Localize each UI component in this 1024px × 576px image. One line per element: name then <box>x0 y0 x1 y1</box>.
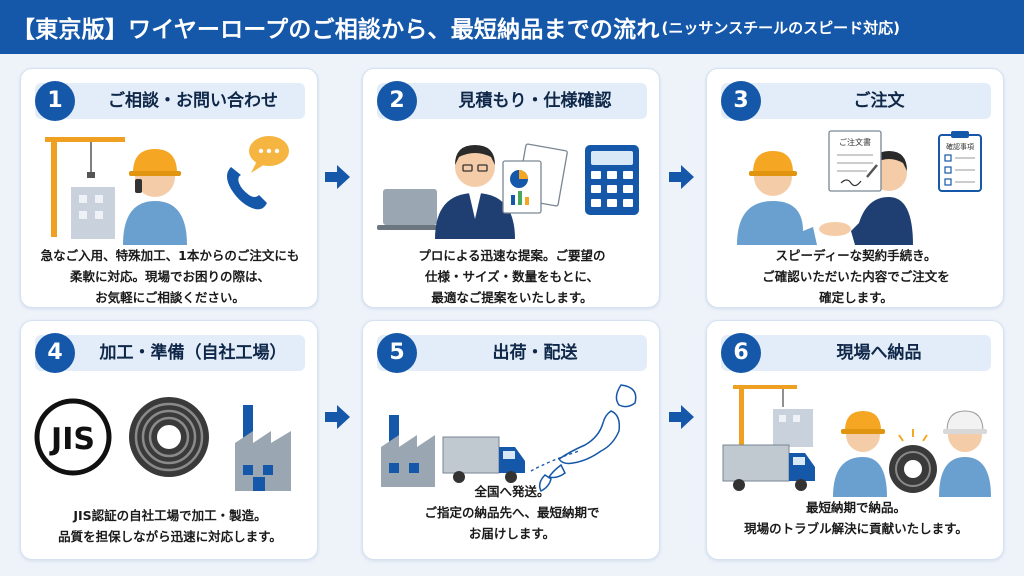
calculator-icon <box>585 145 639 215</box>
step-title: 出荷・配送 <box>492 343 578 363</box>
step-description: 最短納期で納品。 現場のトラブル解決に貢献いたします。 <box>744 500 968 536</box>
truck-icon <box>722 444 815 491</box>
estimate-illustration <box>377 143 639 239</box>
handshake-icon <box>819 222 851 236</box>
laptop-icon <box>377 189 447 230</box>
truck-icon <box>442 436 525 483</box>
crane-icon <box>45 137 125 237</box>
step-title: ご相談・お問い合わせ <box>108 91 278 111</box>
worker-icon <box>939 410 991 497</box>
wire-coil-icon <box>129 397 209 477</box>
step-description: プロによる迅速な提案。ご要望の 仕様・サイズ・数量をもとに、 最適なご提案をいた… <box>418 248 606 305</box>
step-card-4: 4 加工・準備（自社工場） JIS JIS認証の自社工場で加工・製造。 品質を担… <box>20 320 318 560</box>
arrow-right-icon <box>669 405 694 429</box>
step-number-badge: 2 <box>377 81 417 121</box>
businessman-icon <box>435 145 515 239</box>
worker-on-phone-icon <box>123 149 187 245</box>
wire-coil-icon <box>889 445 937 493</box>
step-description: 急なご入用、特殊加工、1本からのご注文にも 柔軟に対応。現場でお困りの際は、 お… <box>40 248 300 305</box>
japan-map-icon <box>530 384 637 493</box>
step-title: 現場へ納品 <box>836 343 922 363</box>
crane-icon <box>733 385 797 445</box>
step-number-badge: 6 <box>721 333 761 373</box>
step-title: 見積もり・仕様確認 <box>458 91 612 111</box>
step-card-5: 5 出荷・配送 全国へ発送。 ご指定の納品先へ、最短納期で お届けします。 <box>362 320 660 560</box>
checklist-label: 確認事項 <box>946 142 974 151</box>
building-icon <box>71 187 115 239</box>
step-number-badge: 4 <box>35 333 75 373</box>
phone-icon <box>227 167 267 210</box>
step-description: 全国へ発送。 ご指定の納品先へ、最短納期で お届けします。 <box>424 484 600 541</box>
shipping-illustration <box>381 384 637 493</box>
processing-illustration: JIS <box>34 397 291 491</box>
step-card-1: 1 ご相談・お問い合わせ <box>20 68 318 308</box>
consultation-illustration <box>45 136 289 245</box>
step-title: ご注文 <box>853 91 905 111</box>
worker-icon <box>737 151 817 245</box>
arrow-right-icon <box>325 405 350 429</box>
step-header <box>721 335 991 371</box>
arrow-right-icon <box>325 165 350 189</box>
step-header <box>721 83 991 119</box>
checklist-icon: 確認事項 <box>938 131 982 192</box>
jis-mark-label: JIS <box>49 422 95 457</box>
page-title: 【東京版】ワイヤーロープのご相談から、最短納品までの流れ <box>12 17 660 43</box>
step-card-6: 6 現場へ納品 <box>706 320 1004 560</box>
step-header <box>377 335 647 371</box>
worker-icon <box>833 411 887 497</box>
step-card-3: 3 ご注文 ご注文書 確認事項 <box>706 68 1004 308</box>
step-header <box>377 83 647 119</box>
building-icon <box>773 409 813 447</box>
step-card-2: 2 見積もり・仕様確認 <box>362 68 660 308</box>
page-subtitle: (ニッサンスチールのスピード対応) <box>661 18 900 37</box>
arrow-right-icon <box>669 165 694 189</box>
step-number-badge: 1 <box>35 81 75 121</box>
factory-icon <box>381 415 435 487</box>
step-number-badge: 5 <box>377 333 417 373</box>
order-illustration: ご注文書 確認事項 <box>737 130 982 245</box>
step-description: スピーディーな契約手続き。 ご確認いただいた内容でご注文を 確定します。 <box>762 248 950 305</box>
step-title: 加工・準備（自社工場） <box>99 343 287 363</box>
jis-mark-icon: JIS <box>34 398 112 476</box>
sparkle-icon <box>898 429 928 442</box>
speech-bubble-icon <box>249 136 289 173</box>
document-icon <box>502 143 568 214</box>
header-bar: 【東京版】ワイヤーロープのご相談から、最短納品までの流れ (ニッサンスチールのス… <box>0 0 1024 54</box>
step-header <box>35 335 305 371</box>
factory-icon <box>235 405 291 491</box>
delivery-illustration <box>722 385 991 497</box>
order-document-icon: ご注文書 <box>828 130 882 192</box>
order-document-label: ご注文書 <box>839 137 871 147</box>
step-header <box>35 83 305 119</box>
step-number-badge: 3 <box>721 81 761 121</box>
step-description: JIS認証の自社工場で加工・製造。 品質を担保しながら迅速に対応します。 <box>58 508 282 544</box>
